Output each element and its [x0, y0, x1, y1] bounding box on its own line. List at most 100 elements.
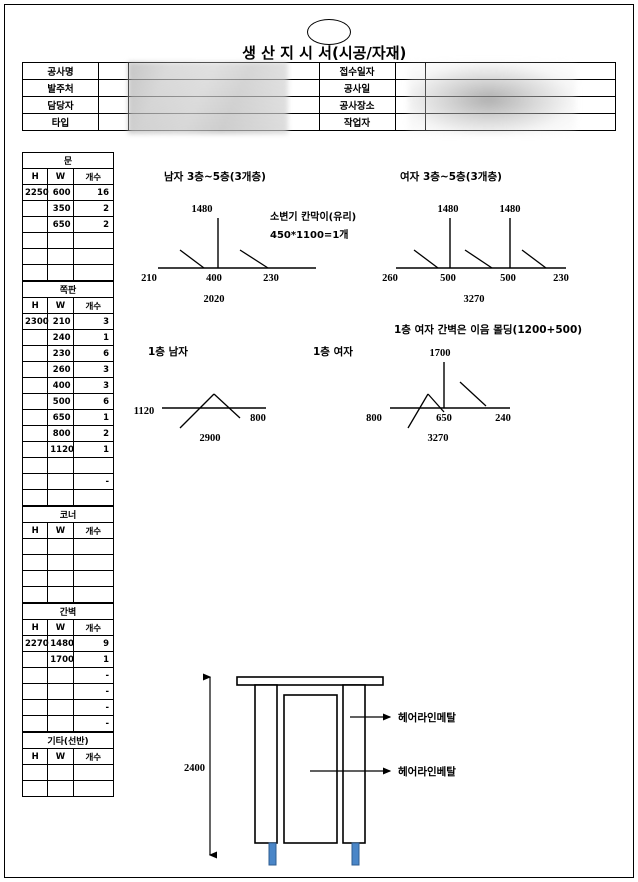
parts-cell-qty[interactable]: 2 [72, 216, 115, 233]
parts-cell-w[interactable] [47, 232, 74, 249]
parts-cell-qty[interactable] [72, 570, 115, 587]
parts-cell-h[interactable] [21, 409, 49, 426]
header-value-right-wide[interactable] [424, 96, 616, 114]
parts-cell-w[interactable] [47, 699, 74, 716]
header-value-left-wide[interactable] [128, 62, 320, 80]
parts-cell-qty[interactable]: 1 [72, 441, 115, 458]
parts-cell-h[interactable] [21, 780, 49, 797]
header-value-left-wide[interactable] [128, 79, 320, 97]
parts-cell-qty[interactable] [72, 586, 115, 603]
header-value-left[interactable] [98, 96, 129, 114]
parts-cell-qty[interactable]: - [72, 683, 115, 700]
parts-cell-w[interactable] [47, 683, 74, 700]
parts-cell-h[interactable] [21, 264, 49, 281]
parts-cell-qty[interactable] [72, 232, 115, 249]
parts-cell-qty[interactable] [72, 248, 115, 265]
parts-cell-h[interactable] [21, 651, 49, 668]
parts-cell-qty[interactable]: 3 [72, 377, 115, 394]
parts-cell-w[interactable]: 1700 [47, 651, 74, 668]
parts-cell-w[interactable] [47, 489, 74, 506]
parts-cell-w[interactable]: 650 [47, 409, 74, 426]
parts-cell-qty[interactable]: 16 [72, 184, 115, 201]
parts-cell-h[interactable] [21, 683, 49, 700]
parts-cell-w[interactable]: 400 [47, 377, 74, 394]
parts-cell-h[interactable] [21, 699, 49, 716]
parts-cell-h[interactable] [21, 200, 49, 217]
parts-cell-w[interactable]: 240 [47, 329, 74, 346]
header-value-right-wide[interactable] [424, 79, 616, 97]
parts-cell-qty[interactable]: 1 [72, 651, 115, 668]
header-value-right[interactable] [394, 113, 426, 131]
header-value-left-wide[interactable] [128, 113, 320, 131]
header-value-right[interactable] [394, 79, 426, 97]
parts-cell-w[interactable] [47, 570, 74, 587]
parts-cell-w[interactable]: 500 [47, 393, 74, 410]
parts-cell-w[interactable] [47, 457, 74, 474]
parts-cell-h[interactable] [21, 232, 49, 249]
parts-cell-w[interactable] [47, 586, 74, 603]
parts-cell-qty[interactable]: 3 [72, 361, 115, 378]
parts-cell-w[interactable]: 800 [47, 425, 74, 442]
parts-cell-h[interactable]: 2250 [21, 184, 49, 201]
parts-cell-qty[interactable]: 3 [72, 313, 115, 330]
parts-cell-qty[interactable]: 9 [72, 635, 115, 652]
parts-cell-w[interactable] [47, 780, 74, 797]
parts-cell-h[interactable] [21, 216, 49, 233]
parts-cell-h[interactable] [21, 667, 49, 684]
parts-cell-qty[interactable]: - [72, 715, 115, 732]
parts-cell-w[interactable] [47, 264, 74, 281]
parts-cell-qty[interactable]: - [72, 473, 115, 490]
parts-cell-h[interactable] [21, 489, 49, 506]
parts-cell-w[interactable]: 1480 [47, 635, 74, 652]
parts-cell-h[interactable] [21, 764, 49, 781]
header-value-right-wide[interactable] [424, 62, 616, 80]
parts-cell-h[interactable] [21, 586, 49, 603]
parts-cell-h[interactable] [21, 554, 49, 571]
parts-cell-qty[interactable] [72, 764, 115, 781]
parts-cell-w[interactable]: 210 [47, 313, 74, 330]
parts-cell-qty[interactable]: 6 [72, 345, 115, 362]
parts-cell-w[interactable]: 260 [47, 361, 74, 378]
parts-cell-qty[interactable] [72, 780, 115, 797]
parts-cell-h[interactable]: 2270 [21, 635, 49, 652]
parts-cell-h[interactable] [21, 570, 49, 587]
parts-cell-h[interactable] [21, 345, 49, 362]
parts-cell-qty[interactable]: 1 [72, 409, 115, 426]
header-value-right[interactable] [394, 96, 426, 114]
parts-cell-h[interactable] [21, 715, 49, 732]
parts-cell-qty[interactable]: 2 [72, 200, 115, 217]
parts-cell-qty[interactable]: - [72, 667, 115, 684]
header-value-left-wide[interactable] [128, 96, 320, 114]
parts-cell-h[interactable] [21, 329, 49, 346]
header-value-left[interactable] [98, 113, 129, 131]
header-value-left[interactable] [98, 62, 129, 80]
parts-cell-w[interactable]: 350 [47, 200, 74, 217]
parts-cell-qty[interactable] [72, 264, 115, 281]
parts-cell-w[interactable]: 1120 [47, 441, 74, 458]
parts-cell-h[interactable] [21, 248, 49, 265]
parts-cell-qty[interactable] [72, 489, 115, 506]
header-value-right-wide[interactable] [424, 113, 616, 131]
parts-cell-w[interactable] [47, 667, 74, 684]
parts-cell-w[interactable] [47, 764, 74, 781]
parts-cell-qty[interactable]: 2 [72, 425, 115, 442]
header-value-right[interactable] [394, 62, 426, 80]
parts-cell-w[interactable] [47, 538, 74, 555]
parts-cell-qty[interactable]: - [72, 699, 115, 716]
parts-cell-qty[interactable] [72, 457, 115, 474]
parts-cell-h[interactable] [21, 393, 49, 410]
parts-cell-qty[interactable] [72, 538, 115, 555]
parts-cell-w[interactable] [47, 248, 74, 265]
parts-cell-h[interactable] [21, 538, 49, 555]
parts-cell-h[interactable]: 2300 [21, 313, 49, 330]
parts-cell-h[interactable] [21, 473, 49, 490]
parts-cell-h[interactable] [21, 425, 49, 442]
parts-cell-h[interactable] [21, 457, 49, 474]
parts-cell-qty[interactable]: 1 [72, 329, 115, 346]
parts-cell-qty[interactable]: 6 [72, 393, 115, 410]
parts-cell-h[interactable] [21, 441, 49, 458]
parts-cell-w[interactable] [47, 554, 74, 571]
parts-cell-h[interactable] [21, 377, 49, 394]
parts-cell-w[interactable] [47, 715, 74, 732]
parts-cell-w[interactable]: 230 [47, 345, 74, 362]
